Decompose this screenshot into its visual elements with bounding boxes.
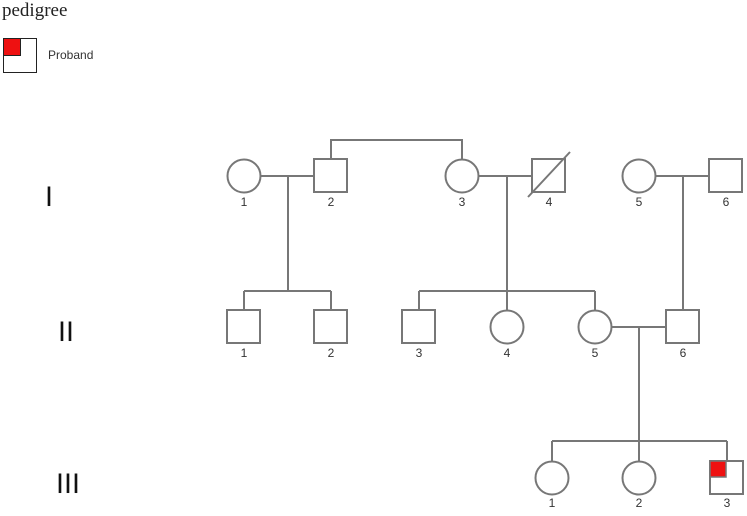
couple-line-I2-I3	[330, 139, 463, 159]
individual-II-6-male	[665, 309, 700, 344]
individual-label-III-2: 2	[636, 496, 643, 510]
proband-fill-III-3	[709, 460, 727, 478]
individual-II-1-male	[226, 309, 261, 344]
individual-label-III-1: 1	[549, 496, 556, 510]
individual-label-II-4: 4	[504, 346, 511, 360]
page-title: pedigree	[2, 0, 68, 21]
individual-II-2-male	[313, 309, 348, 344]
individual-label-I-4: 4	[546, 195, 553, 209]
proband-legend-fill	[4, 39, 21, 56]
individual-I-5-female	[621, 158, 657, 194]
individual-label-I-5: 5	[636, 195, 643, 209]
individual-label-II-5: 5	[592, 346, 599, 360]
individual-label-II-1: 1	[241, 346, 248, 360]
individual-label-I-3: 3	[459, 195, 466, 209]
proband-legend-symbol	[3, 38, 37, 73]
individual-label-I-2: 2	[328, 195, 335, 209]
individual-I-2-male	[313, 158, 348, 193]
individual-I-6-male	[708, 158, 743, 193]
individual-I-1-female	[226, 158, 262, 194]
individual-label-I-6: 6	[723, 195, 730, 209]
proband-legend-label: Proband	[48, 48, 94, 62]
individual-II-3-male	[401, 309, 436, 344]
individual-III-2-female	[621, 460, 657, 496]
generation-label-II: II	[58, 317, 74, 348]
individual-I-3-female	[444, 158, 480, 194]
individual-label-II-6: 6	[680, 346, 687, 360]
generation-label-I: I	[45, 182, 53, 213]
individual-III-1-female	[534, 460, 570, 496]
individual-II-5-female	[577, 309, 613, 345]
individual-label-II-3: 3	[416, 346, 423, 360]
relationship-lines	[243, 139, 728, 461]
individual-label-III-3: 3	[724, 496, 731, 510]
individual-label-I-1: 1	[241, 195, 248, 209]
individual-label-II-2: 2	[328, 346, 335, 360]
individual-II-4-female	[489, 309, 525, 345]
deceased-mark-I-4	[527, 151, 571, 198]
generation-label-III: III	[56, 469, 80, 500]
